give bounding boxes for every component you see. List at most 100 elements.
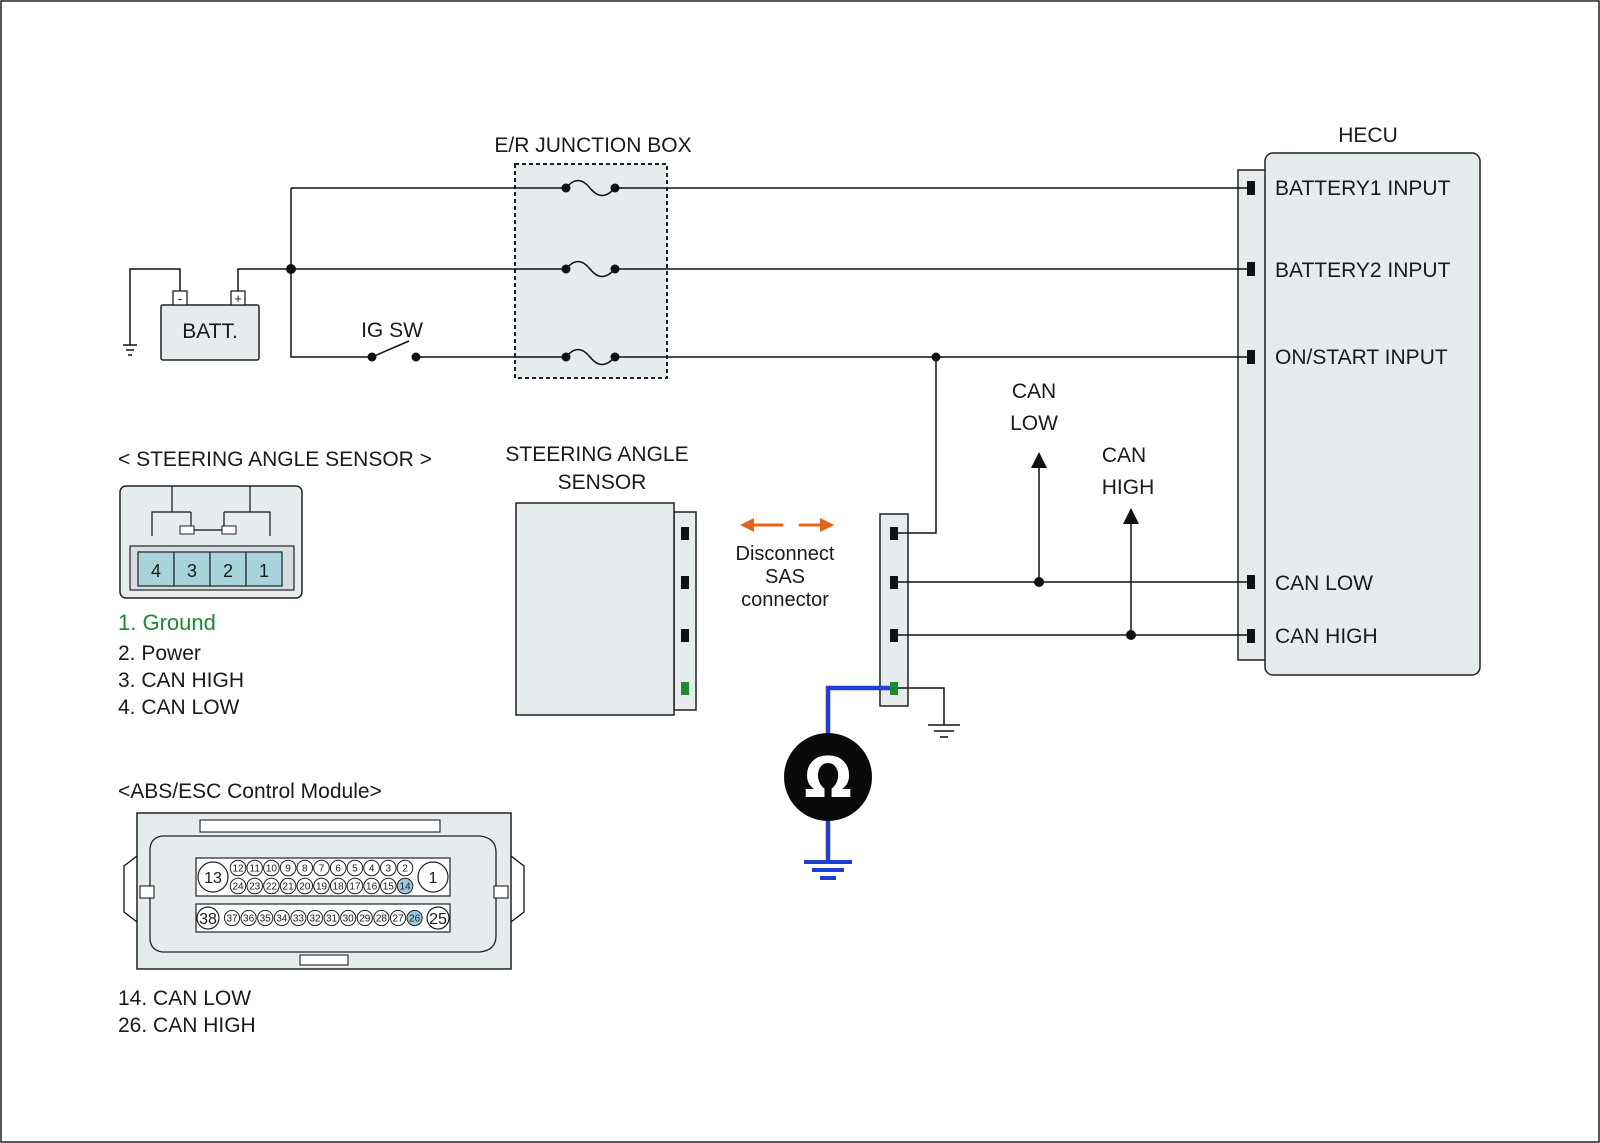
abs-pin-37-label: 37 <box>226 914 238 925</box>
abs-pin-18-label: 18 <box>333 882 345 893</box>
harness-connector-body <box>879 513 909 707</box>
battery-positive-sign: + <box>234 291 242 306</box>
ohm-symbol: Ω <box>804 746 852 811</box>
hecu-body <box>1264 152 1481 676</box>
abs-pin-14 <box>396 877 414 895</box>
sas-legend-can-low: 4. CAN LOW <box>118 696 240 719</box>
harness-pin-power <box>890 527 898 540</box>
sas-device-pin-2 <box>681 576 689 589</box>
abs-pin-36-label: 36 <box>243 914 255 925</box>
hecu-pin-1 <box>1247 181 1255 195</box>
sas-pin-1-label: 1 <box>259 561 269 581</box>
abs-pin-5-label: 5 <box>352 864 358 875</box>
abs-pin-30 <box>340 909 357 927</box>
abs-pin-25-label: 25 <box>429 911 447 928</box>
probe-wire-top <box>825 685 890 737</box>
abs-pin-23-label: 23 <box>249 882 261 893</box>
feed-bus-wire <box>290 188 370 358</box>
sas-device-title-line1: STEERING ANGLE <box>505 443 688 466</box>
abs-pin-10-label: 10 <box>266 864 278 875</box>
abs-pin-29-label: 29 <box>359 914 371 925</box>
abs-pin-13-label: 13 <box>204 870 222 887</box>
hecu-pin-4 <box>1247 575 1255 589</box>
probe-ground-symbol <box>804 860 852 880</box>
abs-pin-34-label: 34 <box>276 914 288 925</box>
hecu: HECU BATTERY1 INPUT BATTERY2 INPUT ON/ST… <box>1237 124 1481 676</box>
abs-pin-6-label: 6 <box>335 864 341 875</box>
harness-pin-ground <box>890 682 898 695</box>
harness-pin-can-low <box>890 576 898 589</box>
battery-ground-wire <box>129 268 181 345</box>
hecu-input-battery2: BATTERY2 INPUT <box>1275 259 1451 282</box>
sas-pin-4-label: 4 <box>151 561 161 581</box>
abs-pin-17 <box>346 877 364 895</box>
abs-pin-12-label: 12 <box>232 864 244 875</box>
abs-pin-7 <box>313 859 330 877</box>
can-high-arrow-head <box>1123 508 1139 524</box>
disconnect-note-line1: Disconnect <box>736 543 835 565</box>
abs-pin-3-label: 3 <box>386 864 392 875</box>
abs-pin-11 <box>246 859 263 877</box>
battery-body <box>160 304 260 361</box>
battery: BATT. - + <box>160 290 260 361</box>
sas-connector-title: < STEERING ANGLE SENSOR > <box>118 448 432 471</box>
abs-pin-33-label: 33 <box>293 914 305 925</box>
abs-pin-18 <box>329 877 347 895</box>
hecu-pin-3 <box>1247 350 1255 364</box>
sas-pin-3 <box>173 551 211 587</box>
disconnect-arrows <box>740 518 834 532</box>
battery-positive-wire <box>237 268 566 291</box>
abs-pin-19-label: 19 <box>316 882 328 893</box>
sas-legend-can-high: 3. CAN HIGH <box>118 669 244 692</box>
sas-pin-1 <box>245 551 283 587</box>
sas-device-body <box>515 502 675 716</box>
abs-pin-19 <box>313 877 330 895</box>
abs-pin-31-label: 31 <box>326 914 338 925</box>
sas-harness-connector <box>879 513 909 707</box>
harness-pin-can-high <box>890 629 898 642</box>
hecu-input-battery1: BATTERY1 INPUT <box>1275 177 1451 200</box>
abs-pin-32 <box>306 909 324 927</box>
abs-pin-28-label: 28 <box>376 914 388 925</box>
abs-pin-16-label: 16 <box>366 882 378 893</box>
abs-pin-26 <box>406 909 423 927</box>
abs-module-title: <ABS/ESC Control Module> <box>118 780 382 803</box>
battery-negative-sign: - <box>178 291 182 306</box>
harness-ground-symbol <box>928 724 960 738</box>
hecu-title: HECU <box>1338 124 1398 147</box>
sas-pin-2 <box>209 551 247 587</box>
abs-legend-can-high: 26. CAN HIGH <box>118 1014 256 1037</box>
abs-pin-8 <box>296 859 314 877</box>
junction-box: E/R JUNCTION BOX <box>494 134 692 379</box>
abs-pin-17-label: 17 <box>349 882 361 893</box>
abs-pin-1-label: 1 <box>429 870 438 887</box>
abs-pin-5 <box>346 859 364 877</box>
abs-pin-2 <box>396 859 414 877</box>
abs-pin-10 <box>263 859 280 877</box>
abs-pin-29 <box>356 909 373 927</box>
abs-pin-3 <box>380 859 397 877</box>
abs-pin-9-label: 9 <box>285 864 291 875</box>
battery-ground-symbol <box>123 344 137 356</box>
abs-pin-21 <box>279 877 297 895</box>
junction-box-title: E/R JUNCTION BOX <box>494 134 691 157</box>
sas-pin-2-label: 2 <box>223 561 233 581</box>
abs-pin-7-label: 7 <box>319 864 325 875</box>
sas-pin-3-label: 3 <box>187 561 197 581</box>
abs-pin-34 <box>273 909 290 927</box>
can-low-label-line2: LOW <box>1010 412 1058 435</box>
sas-device-title-line2: SENSOR <box>558 471 647 494</box>
abs-pin-24-label: 24 <box>232 882 244 893</box>
sas-connector-latch <box>151 486 271 536</box>
abs-legend-can-low: 14. CAN LOW <box>118 987 251 1010</box>
sas-connector-face: 4 3 2 1 <box>119 485 303 599</box>
abs-pin-12 <box>229 859 247 877</box>
sas-legend-ground: 1. Ground <box>118 610 216 635</box>
battery-label: BATT. <box>182 320 238 343</box>
abs-pin-21-label: 21 <box>283 882 295 893</box>
abs-pin-14-label: 14 <box>399 882 411 893</box>
abs-pin-22-label: 22 <box>266 882 278 893</box>
abs-pin-2-label: 2 <box>402 864 408 875</box>
